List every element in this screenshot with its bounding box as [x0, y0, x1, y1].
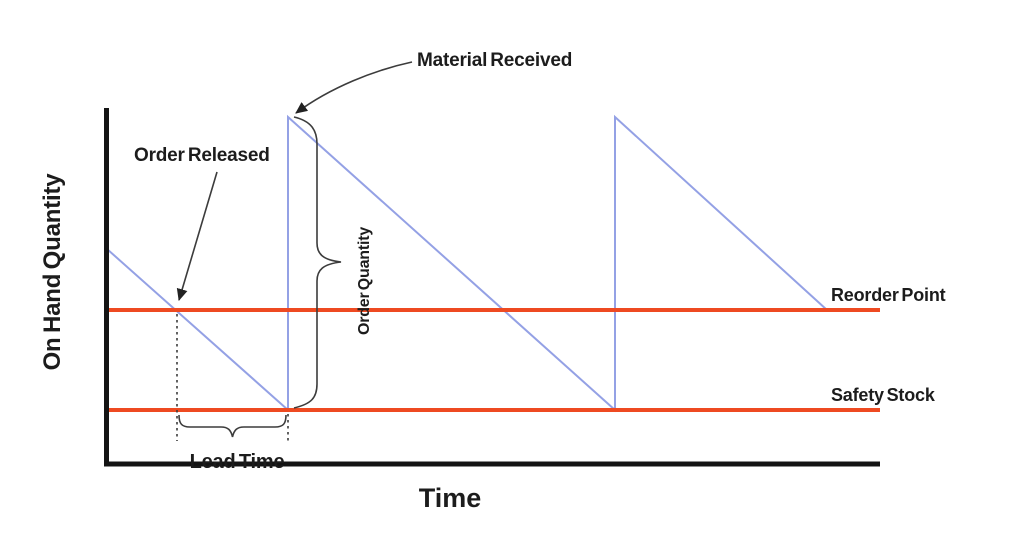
y-axis-title: On Hand Quantity: [38, 173, 66, 371]
order-released-arrow: [176, 171, 218, 301]
material-received-label: Material Received: [417, 50, 573, 71]
order-quantity-label: Order Quantity: [356, 226, 374, 336]
lead-time-label: Lead Time: [189, 451, 285, 473]
material-received-arrow: [295, 61, 413, 114]
reorder-point-label: Reorder Point: [831, 285, 946, 305]
safety-stock-label: Safety Stock: [831, 385, 935, 405]
order-quantity-brace: [293, 116, 342, 409]
x-axis-title: Time: [418, 483, 482, 514]
inventory-sawtooth-line: [106, 114, 828, 413]
order-released-label: Order Released: [134, 145, 270, 166]
lead-time-brace: [178, 414, 287, 438]
